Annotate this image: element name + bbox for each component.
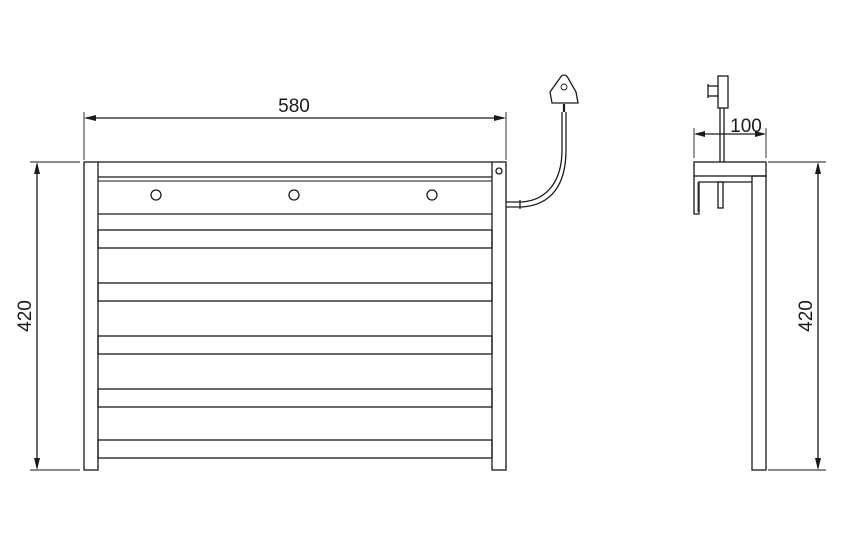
plug-icon — [549, 74, 579, 104]
front-width-dimension: 580 — [83, 96, 507, 160]
side-bracket — [693, 176, 752, 215]
side-top-shelf — [693, 161, 767, 177]
mount-hole-right — [426, 189, 438, 201]
heating-bar — [97, 335, 493, 355]
right-upright — [491, 161, 507, 471]
heating-bar — [97, 388, 493, 408]
front-view: 580 420 — [15, 74, 579, 471]
side-height-label: 420 — [796, 300, 817, 332]
left-upright — [83, 161, 99, 471]
side-view: 100 420 — [693, 75, 826, 471]
side-plug-icon — [707, 75, 729, 109]
heating-bars — [97, 229, 493, 459]
front-width-label: 580 — [278, 96, 310, 117]
mount-hole-center — [288, 189, 300, 201]
power-indicator — [495, 167, 503, 175]
side-height-dimension: 420 — [768, 161, 826, 471]
power-cable — [506, 104, 567, 209]
heating-bar — [97, 282, 493, 302]
front-height-dimension: 420 — [15, 161, 80, 471]
side-upright — [751, 175, 767, 471]
side-power-cable — [719, 108, 725, 162]
front-height-label: 420 — [15, 300, 36, 332]
side-depth-label: 100 — [730, 116, 762, 137]
heating-bar — [97, 229, 493, 249]
mount-hole-left — [150, 189, 162, 201]
side-depth-dimension: 100 — [693, 116, 767, 158]
heating-bar — [97, 439, 493, 459]
top-shelf — [98, 161, 492, 215]
